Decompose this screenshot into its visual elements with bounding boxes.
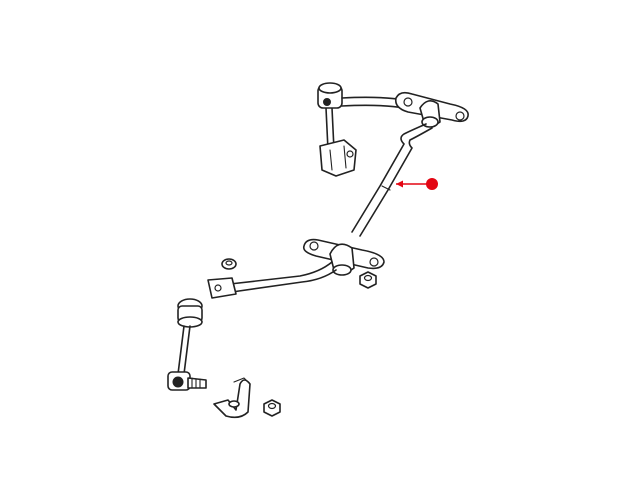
link-nut[interactable] bbox=[263, 399, 281, 417]
upper-stabilizer-link[interactable] bbox=[317, 82, 357, 177]
lower-bar-arm bbox=[229, 261, 337, 293]
washer[interactable] bbox=[221, 258, 237, 270]
callout-arrow-icon bbox=[396, 180, 403, 188]
lower-stabilizer-link[interactable] bbox=[167, 298, 207, 391]
callout-marker-dot[interactable] bbox=[426, 178, 438, 190]
callout[interactable] bbox=[396, 178, 438, 190]
bushing-nut[interactable] bbox=[359, 271, 377, 289]
upper-bar-arm bbox=[341, 96, 405, 109]
lower-bushing-bracket[interactable] bbox=[302, 238, 385, 276]
link-bracket[interactable] bbox=[213, 377, 251, 419]
bar-end-eye bbox=[207, 277, 237, 299]
upper-bushing-bracket[interactable] bbox=[394, 91, 469, 128]
stabilizer-bar[interactable] bbox=[351, 123, 433, 237]
